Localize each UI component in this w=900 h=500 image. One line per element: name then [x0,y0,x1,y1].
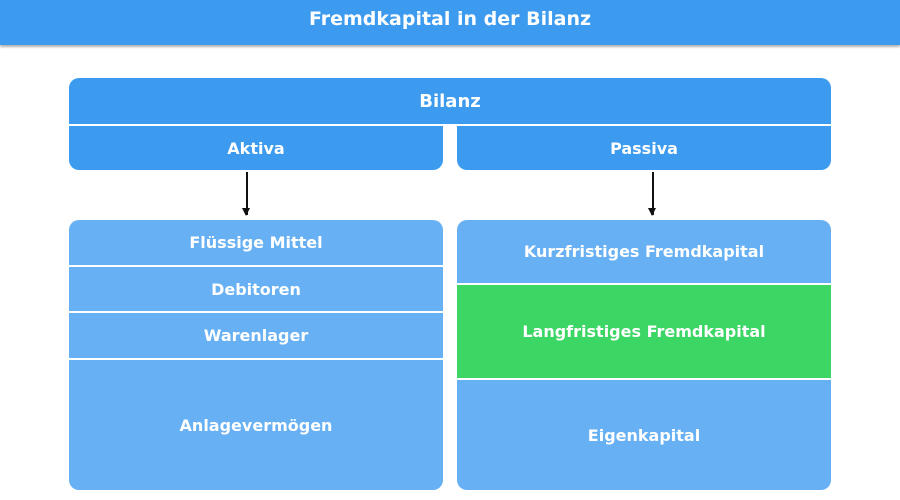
passiva-item-eigenkapital: Eigenkapital [457,380,831,490]
aktiva-item-debitoren: Debitoren [69,267,443,311]
arrow-down-icon [243,172,249,216]
passiva-item-kurzfristiges-fremdkapital: Kurzfristiges Fremdkapital [457,220,831,283]
header-subtitle: Fremdkapital in der Bilanz [308,8,592,30]
aktiva-header: Aktiva [69,126,443,170]
bilanz-header: Bilanz [69,78,831,124]
aktiva-item-anlagevermoegen: Anlagevermögen [69,360,443,490]
header-banner: Fremdkapital in der Bilanz [0,0,900,45]
passiva-item-langfristiges-fremdkapital: Langfristiges Fremdkapital [457,285,831,378]
aktiva-item-fluessige-mittel: Flüssige Mittel [69,220,443,265]
arrow-down-icon [649,172,655,216]
aktiva-item-warenlager: Warenlager [69,313,443,358]
passiva-header: Passiva [457,126,831,170]
